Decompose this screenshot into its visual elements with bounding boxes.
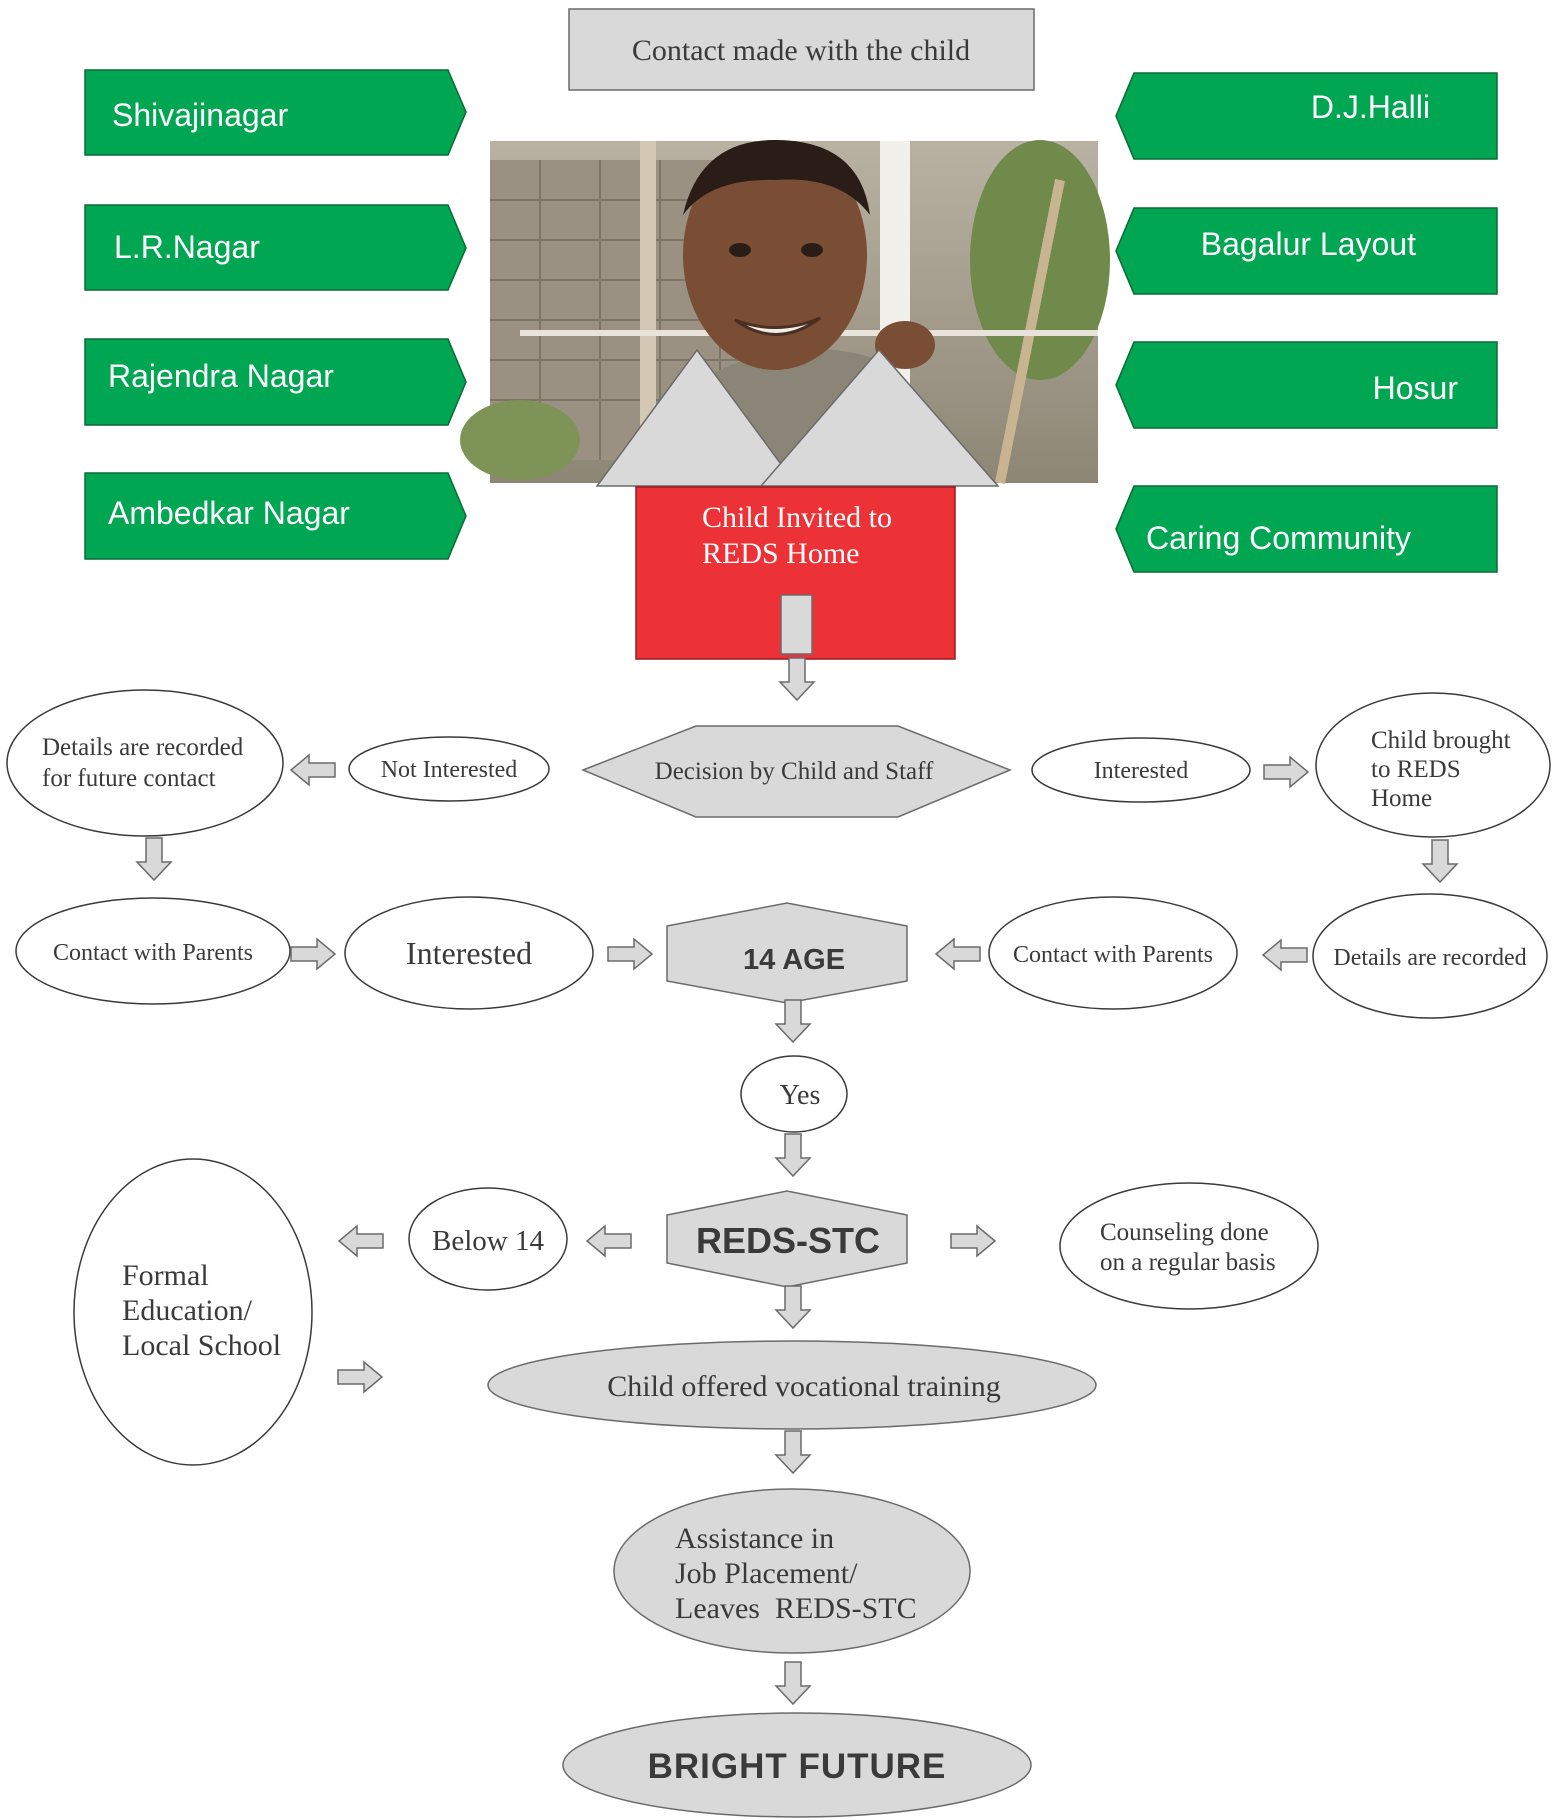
tag-shivajinagar: Shivajinagar (84, 69, 467, 156)
home-label-line1: Child Invited to (702, 501, 892, 534)
arrow-details-to-parents-right (1262, 939, 1308, 971)
tag-hosur: Hosur (1115, 341, 1498, 429)
tag-bagalur-layout: Bagalur Layout (1115, 207, 1498, 295)
child-brought-ellipse: Child brought to REDS Home (1315, 692, 1551, 838)
reds-stc-hexagon: REDS-STC (666, 1190, 908, 1288)
formal-education-line1: Formal (122, 1259, 209, 1292)
arrow-assistance-to-bright (775, 1661, 811, 1705)
tag-caring-community: Caring Community (1115, 485, 1498, 573)
reds-home-house: Child Invited to REDS Home (595, 348, 1000, 660)
details-recorded-label: Details are recorded (1333, 945, 1526, 971)
yes-label: Yes (780, 1080, 821, 1111)
tag-dj-halli: D.J.Halli (1115, 72, 1498, 160)
arrow-age-to-yes (775, 999, 811, 1043)
formal-education-line3: Local School (122, 1329, 281, 1362)
interested-mid-ellipse: Interested (344, 896, 594, 1010)
details-future-line2: for future contact (42, 765, 216, 792)
contact-parents-right-label: Contact with Parents (1013, 942, 1213, 968)
interested-top-ellipse: Interested (1031, 737, 1251, 803)
child-photo (460, 140, 1110, 484)
below14-ellipse: Below 14 (408, 1187, 568, 1291)
arrow-formal-to-vocational (337, 1361, 383, 1393)
contact-made-label: Contact made with the child (632, 34, 970, 67)
below14-label: Below 14 (432, 1225, 544, 1257)
interested-mid-label: Interested (406, 935, 532, 971)
house-door (780, 594, 813, 655)
yes-ellipse: Yes (740, 1055, 848, 1133)
not-interested-ellipse: Not Interested (348, 736, 550, 802)
assistance-line1: Assistance in (675, 1522, 834, 1555)
tag-rajendra-nagar-label: Rajendra Nagar (108, 358, 334, 394)
arrow-right-parents-to-age (935, 938, 981, 970)
details-recorded-ellipse: Details are recorded (1312, 893, 1548, 1019)
arrow-child-to-details (1422, 839, 1458, 883)
arrow-below14-to-formal (338, 1225, 384, 1257)
arrow-vocational-to-assistance (775, 1430, 811, 1474)
arrow-interested-to-age (607, 938, 653, 970)
counseling-line1: Counseling done (1100, 1219, 1269, 1246)
formal-education-line2: Education/ (122, 1294, 253, 1327)
assistance-line3: Leaves REDS-STC (675, 1592, 917, 1625)
tag-lr-nagar-label: L.R.Nagar (114, 229, 260, 265)
arrow-to-details-future (290, 754, 336, 786)
tag-ambedkar-nagar-label: Ambedkar Nagar (108, 495, 350, 531)
tag-ambedkar-nagar: Ambedkar Nagar (84, 472, 467, 560)
vocational-ellipse: Child offered vocational training (487, 1340, 1097, 1430)
tag-bagalur-layout-label: Bagalur Layout (1201, 226, 1416, 262)
assistance-line2: Job Placement/ (675, 1557, 858, 1590)
right-location-tags: D.J.Halli Bagalur Layout Hosur Caring Co… (1115, 72, 1498, 573)
details-future-line1: Details are recorded (42, 734, 244, 761)
child-brought-line2: to REDS (1371, 756, 1461, 783)
tag-dj-halli-label: D.J.Halli (1311, 89, 1430, 125)
tag-shivajinagar-label: Shivajinagar (112, 97, 288, 133)
age-label: 14 AGE (743, 944, 845, 976)
arrow-details-to-parents (136, 837, 172, 881)
age-hexagon: 14 AGE (666, 902, 908, 1004)
arrow-yes-to-reds (775, 1133, 811, 1177)
counseling-line2: on a regular basis (1100, 1249, 1276, 1276)
arrow-parents-to-interested (290, 938, 336, 970)
child-brought-line1: Child brought (1371, 727, 1511, 754)
home-label-line2: REDS Home (702, 537, 860, 570)
details-future-ellipse: Details are recorded for future contact (6, 689, 284, 837)
tag-rajendra-nagar: Rajendra Nagar (84, 338, 467, 426)
arrow-reds-to-vocational (775, 1285, 811, 1329)
bright-future-ellipse: BRIGHT FUTURE (562, 1712, 1032, 1818)
child-brought-line3: Home (1371, 785, 1432, 812)
left-location-tags: Shivajinagar L.R.Nagar Rajendra Nagar Am… (84, 69, 467, 560)
decision-hexagon: Decision by Child and Staff (580, 725, 1012, 818)
decision-label: Decision by Child and Staff (655, 758, 934, 785)
bright-future-label: BRIGHT FUTURE (648, 1747, 947, 1786)
tag-lr-nagar: L.R.Nagar (84, 204, 467, 291)
tag-hosur-label: Hosur (1373, 370, 1459, 406)
assistance-ellipse: Assistance in Job Placement/ Leaves REDS… (613, 1488, 971, 1654)
tag-caring-community-label: Caring Community (1146, 520, 1411, 556)
contact-parents-right-ellipse: Contact with Parents (988, 896, 1238, 1010)
not-interested-label: Not Interested (381, 757, 518, 783)
contact-parents-left-label: Contact with Parents (53, 940, 253, 966)
vocational-label: Child offered vocational training (607, 1370, 1001, 1403)
reds-stc-label: REDS-STC (696, 1220, 880, 1261)
arrow-to-child-brought (1263, 756, 1309, 788)
contact-made-box: Contact made with the child (568, 8, 1035, 91)
arrow-reds-to-counseling (950, 1225, 996, 1257)
formal-education-ellipse: Formal Education/ Local School (73, 1158, 313, 1466)
counseling-ellipse: Counseling done on a regular basis (1059, 1182, 1319, 1310)
arrow-home-to-decision (779, 657, 815, 701)
contact-parents-left-ellipse: Contact with Parents (15, 897, 291, 1005)
arrow-reds-to-below14 (586, 1225, 632, 1257)
interested-top-label: Interested (1094, 758, 1189, 784)
